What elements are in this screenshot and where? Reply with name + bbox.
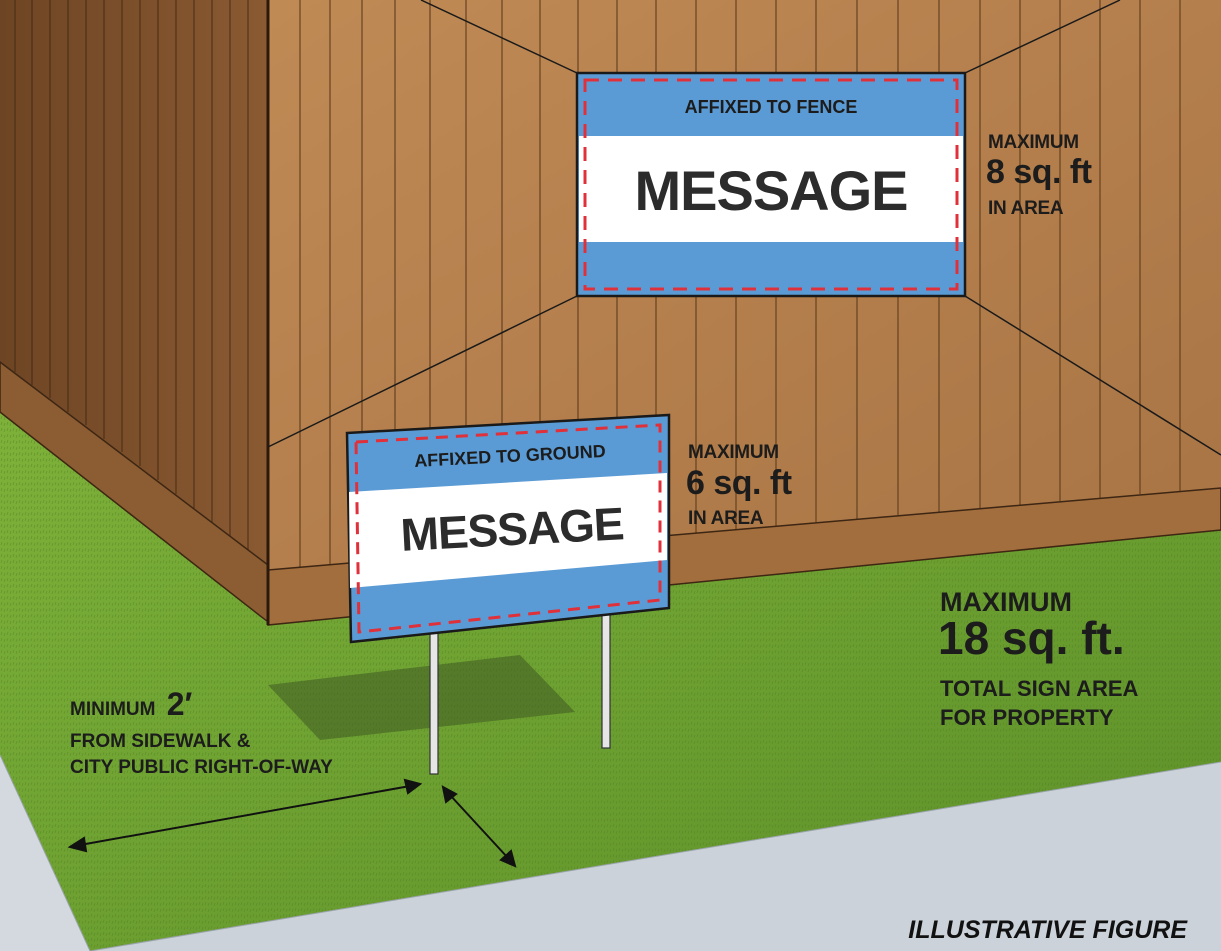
total-limit-line3: TOTAL SIGN AREA — [940, 677, 1138, 700]
figure-caption: ILLUSTRATIVE FIGURE — [908, 916, 1187, 945]
setback-prefix: MINIMUM — [70, 699, 155, 720]
ground-limit-area: 6 sq. ft — [686, 466, 792, 502]
ground-limit-note: IN AREA — [688, 509, 763, 529]
total-limit-line4: FOR PROPERTY — [940, 706, 1114, 729]
sign-post-left — [430, 632, 438, 774]
fence-limit-area: 8 sq. ft — [986, 155, 1092, 191]
fence-limit-note: IN AREA — [988, 199, 1063, 219]
fence-sign-message: MESSAGE — [600, 158, 942, 223]
total-limit-area: 18 sq. ft. — [938, 614, 1125, 662]
setback-line3: CITY PUBLIC RIGHT-OF-WAY — [70, 758, 333, 778]
fence-limit-heading: MAXIMUM — [988, 133, 1079, 153]
setback-line2: FROM SIDEWALK & — [70, 732, 251, 752]
ground-limit-heading: MAXIMUM — [688, 443, 779, 463]
fence-sign-title: AFFIXED TO FENCE — [600, 97, 942, 118]
setback-heading: MINIMUM 2′ — [70, 688, 192, 722]
sign-post-right — [602, 610, 610, 748]
setback-distance: 2′ — [167, 686, 192, 722]
